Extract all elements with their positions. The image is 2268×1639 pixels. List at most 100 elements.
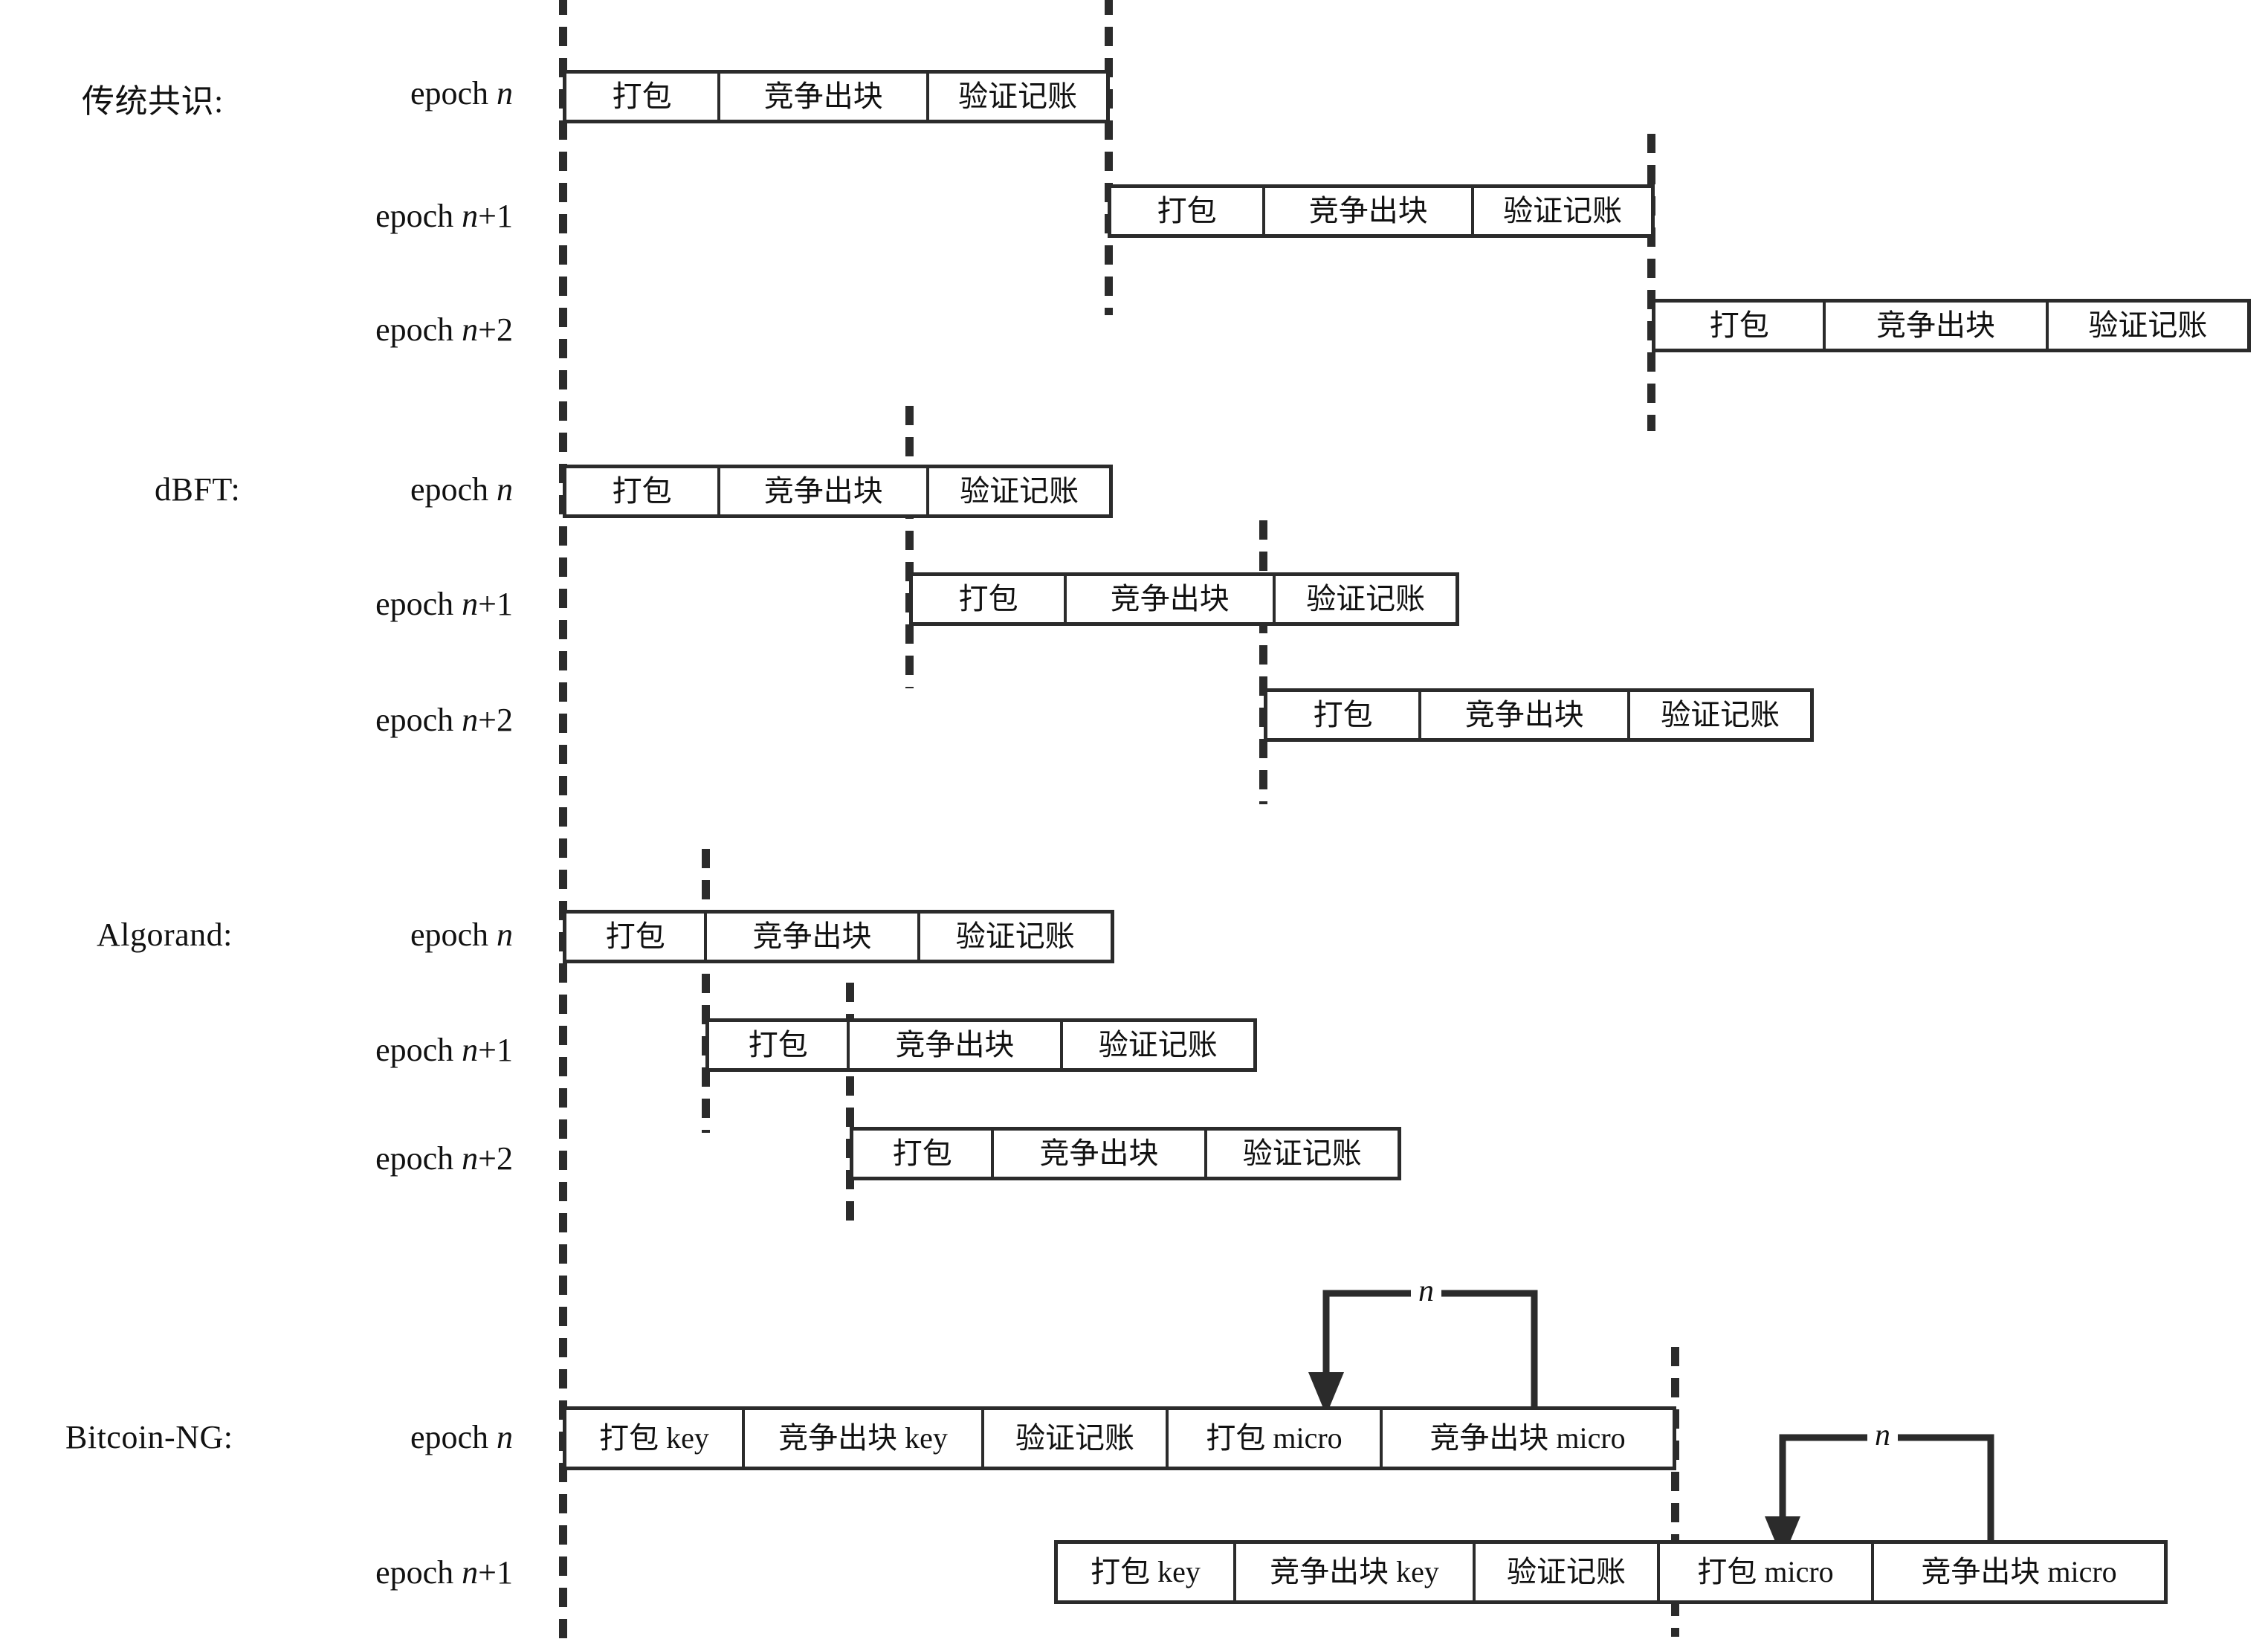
epoch-var: n [462, 702, 479, 738]
epoch-var: n [497, 1419, 513, 1455]
phase-cell-verify: 验证记账 [1476, 1544, 1660, 1600]
phase-bar-dbft-epoch-n1: 打包 竞争出块 验证记账 [909, 572, 1459, 626]
epoch-prefix: epoch [410, 917, 497, 953]
loop-count-label: n [1411, 1276, 1441, 1307]
phase-cell-compete: 竞争出块 [1265, 188, 1475, 234]
protocol-label-traditional: 传统共识: [82, 83, 224, 120]
phase-cell-compete: 竞争出块 [1826, 303, 2049, 349]
loop-arrow-svg [1308, 1290, 1538, 1415]
phase-bar-traditional-epoch-n1: 打包 竞争出块 验证记账 [1108, 184, 1655, 238]
epoch-prefix: epoch [375, 311, 462, 348]
phase-cell-verify: 验证记账 [920, 914, 1111, 960]
epoch-label-dbft-2: epoch n+2 [260, 701, 513, 739]
guideline-traditional-epoch-n1-end [1647, 134, 1655, 431]
phase-bar-algorand-epoch-n1: 打包 竞争出块 验证记账 [705, 1018, 1257, 1072]
guideline-algorand-epoch-n1-split [846, 983, 854, 1221]
epoch-label-dbft-1: epoch n+1 [260, 585, 513, 623]
phase-cell-compete: 竞争出块 [1067, 576, 1276, 622]
phase-cell-pack-key: 打包 key [1058, 1544, 1236, 1600]
phase-cell-pack: 打包 [566, 468, 721, 514]
epoch-label-algorand-1: epoch n+1 [260, 1031, 513, 1069]
epoch-label-bitcoinng-1: epoch n+1 [260, 1554, 513, 1591]
phase-cell-pack-key: 打包 key [566, 1410, 745, 1467]
epoch-prefix: epoch [410, 471, 497, 508]
guideline-traditional-epoch-n-end [1105, 0, 1113, 315]
epoch-label-traditional-0: epoch n [260, 74, 513, 112]
phase-bar-bitcoinng-epoch-n1: 打包 key 竞争出块 key 验证记账 打包 micro 竞争出块 micro [1054, 1540, 2168, 1604]
epoch-suffix: +1 [478, 1554, 513, 1591]
protocol-label-bitcoinng: Bitcoin-NG: [65, 1419, 233, 1455]
phase-bar-dbft-epoch-n2: 打包 竞争出块 验证记账 [1264, 688, 1814, 742]
epoch-prefix: epoch [410, 75, 497, 111]
phase-cell-compete: 竞争出块 [720, 468, 930, 514]
epoch-var: n [462, 1554, 479, 1591]
epoch-var: n [462, 1140, 479, 1177]
phase-bar-bitcoinng-epoch-n: 打包 key 竞争出块 key 验证记账 打包 micro 竞争出块 micro [563, 1406, 1676, 1470]
guideline-global-start [559, 0, 567, 1639]
epoch-label-algorand-0: epoch n [260, 916, 513, 954]
guideline-dbft-epoch-n1-split [1259, 520, 1267, 804]
epoch-prefix: epoch [375, 198, 462, 234]
epoch-suffix: +2 [478, 702, 513, 738]
epoch-label-dbft-0: epoch n [260, 471, 513, 508]
microblock-loop-epoch-n: n [1276, 1276, 1573, 1417]
epoch-suffix: +1 [478, 1032, 513, 1068]
phase-bar-dbft-epoch-n: 打包 竞争出块 验证记账 [563, 465, 1113, 518]
phase-cell-verify: 验证记账 [929, 468, 1110, 514]
phase-cell-pack: 打包 [1267, 692, 1422, 738]
epoch-var: n [497, 917, 513, 953]
epoch-suffix: +1 [478, 586, 513, 622]
phase-cell-verify: 验证记账 [1630, 692, 1811, 738]
epoch-label-traditional-1: epoch n+1 [260, 197, 513, 235]
phase-cell-compete: 竞争出块 [850, 1022, 1063, 1068]
epoch-var: n [462, 586, 479, 622]
phase-cell-pack: 打包 [853, 1131, 995, 1177]
phase-bar-algorand-epoch-n: 打包 竞争出块 验证记账 [563, 910, 1114, 963]
guideline-algorand-epoch-n-split [702, 849, 710, 1133]
epoch-prefix: epoch [375, 1554, 462, 1591]
phase-bar-algorand-epoch-n2: 打包 竞争出块 验证记账 [850, 1127, 1401, 1180]
phase-bar-traditional-epoch-n: 打包 竞争出块 验证记账 [563, 70, 1110, 123]
epoch-suffix: +1 [478, 198, 513, 234]
epoch-var: n [462, 198, 479, 234]
phase-cell-pack: 打包 [566, 74, 721, 120]
phase-cell-verify: 验证记账 [2048, 303, 2248, 349]
phase-cell-compete-micro: 竞争出块 micro [1874, 1544, 2164, 1600]
epoch-suffix: +2 [478, 311, 513, 348]
phase-cell-compete: 竞争出块 [707, 914, 920, 960]
epoch-var: n [462, 1032, 479, 1068]
epoch-prefix: epoch [375, 586, 462, 622]
epoch-prefix: epoch [375, 1140, 462, 1177]
phase-cell-compete: 竞争出块 [994, 1131, 1207, 1177]
epoch-var: n [462, 311, 479, 348]
phase-cell-compete-key: 竞争出块 key [745, 1410, 984, 1467]
phase-cell-verify: 验证记账 [984, 1410, 1169, 1467]
phase-cell-pack-micro: 打包 micro [1169, 1410, 1383, 1467]
phase-cell-pack: 打包 [1111, 188, 1266, 234]
phase-cell-verify: 验证记账 [1276, 576, 1456, 622]
epoch-label-algorand-2: epoch n+2 [260, 1139, 513, 1177]
phase-cell-compete-key: 竞争出块 key [1236, 1544, 1476, 1600]
phase-cell-pack: 打包 [709, 1022, 850, 1068]
protocol-label-dbft: dBFT: [155, 471, 241, 508]
phase-cell-compete: 竞争出块 [1421, 692, 1631, 738]
phase-cell-pack: 打包 [913, 576, 1067, 622]
epoch-label-traditional-2: epoch n+2 [260, 311, 513, 349]
phase-cell-pack: 打包 [566, 914, 708, 960]
loop-arrow-path [1322, 1290, 1538, 1409]
loop-count-label: n [1867, 1420, 1898, 1451]
epoch-var: n [497, 75, 513, 111]
phase-cell-verify: 验证记账 [929, 74, 1106, 120]
epoch-prefix: epoch [375, 702, 462, 738]
phase-cell-compete-micro: 竞争出块 micro [1383, 1410, 1673, 1467]
phase-cell-pack: 打包 [1655, 303, 1826, 349]
phase-cell-verify: 验证记账 [1474, 188, 1651, 234]
epoch-label-bitcoinng-0: epoch n [260, 1418, 513, 1456]
epoch-prefix: epoch [410, 1419, 497, 1455]
phase-bar-traditional-epoch-n2: 打包 竞争出块 验证记账 [1652, 299, 2251, 352]
protocol-label-algorand: Algorand: [97, 917, 233, 953]
epoch-suffix: +2 [478, 1140, 513, 1177]
loop-arrow-path [1779, 1434, 1994, 1554]
guideline-bitcoinng-epoch-n-end [1671, 1347, 1679, 1637]
